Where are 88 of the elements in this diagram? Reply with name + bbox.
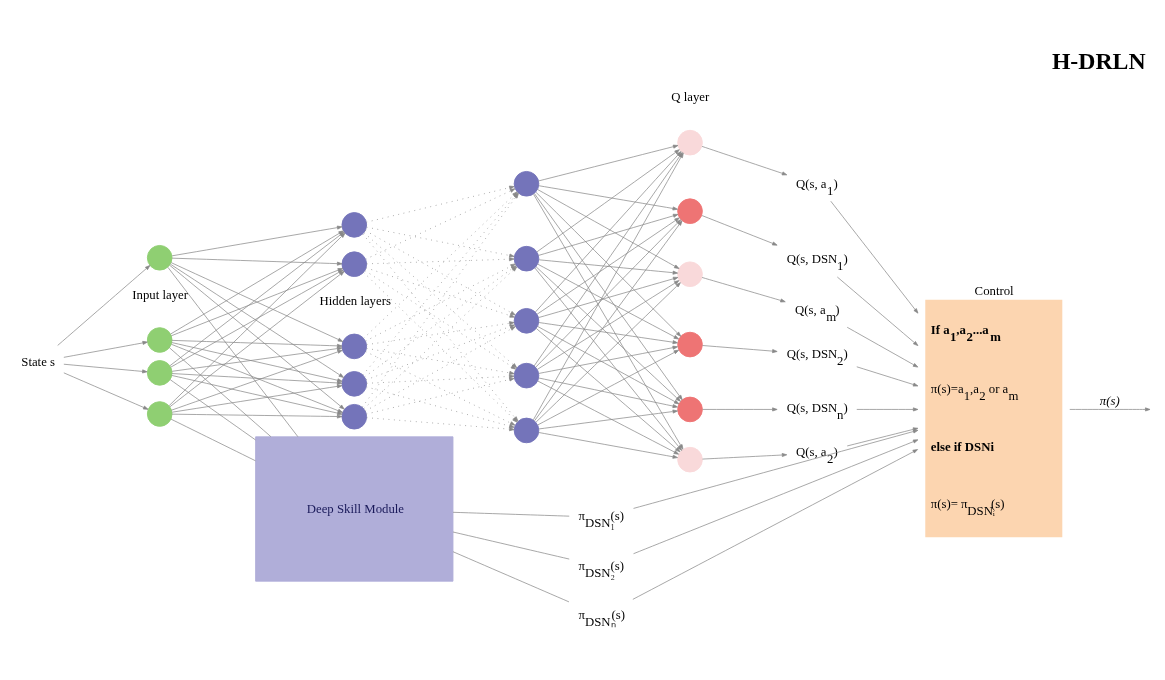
connector	[169, 379, 256, 441]
arrow	[366, 185, 515, 223]
arrow	[538, 213, 679, 256]
arrow	[171, 346, 343, 372]
arrow	[170, 230, 344, 335]
node-text: State s	[21, 354, 56, 369]
arrow	[633, 429, 919, 509]
arrow	[366, 374, 515, 384]
arrow	[365, 324, 515, 381]
arrow	[171, 413, 343, 419]
arrow	[535, 282, 681, 423]
label: Q layer	[671, 90, 710, 105]
arrow	[538, 322, 678, 345]
arrow	[538, 259, 678, 275]
arrow	[538, 144, 679, 182]
label: Hidden layers	[319, 294, 391, 309]
node-circle	[146, 327, 173, 353]
arrow	[63, 363, 148, 374]
arrow	[538, 276, 679, 318]
arrow	[536, 280, 680, 370]
arrow	[633, 439, 919, 555]
arrow	[365, 267, 515, 318]
arrow	[535, 266, 681, 402]
arrow	[366, 226, 515, 258]
arrow	[537, 326, 680, 405]
arrow	[63, 340, 148, 358]
node-label: Control	[974, 283, 1014, 298]
node-circle	[341, 371, 368, 397]
label: Input layer	[132, 287, 189, 302]
arrow	[701, 215, 778, 246]
arrow	[171, 373, 343, 385]
arrow	[830, 200, 919, 314]
arrow	[63, 372, 149, 410]
arrow	[171, 342, 343, 383]
arrow	[537, 263, 679, 340]
connector	[452, 551, 570, 603]
arrow	[1069, 407, 1151, 412]
arrow	[702, 407, 778, 412]
arrow	[537, 380, 679, 455]
arrow	[856, 407, 919, 412]
arrow	[362, 233, 519, 422]
arrow	[538, 345, 678, 374]
arrow	[366, 321, 515, 346]
diagram-title: H-DRLN	[1051, 48, 1146, 75]
node-circle	[146, 360, 173, 386]
arrow	[701, 277, 786, 303]
arrow	[168, 232, 346, 406]
arrow	[846, 326, 919, 368]
arrow	[171, 340, 343, 348]
arrow	[846, 427, 919, 447]
arrow	[366, 377, 515, 415]
arrow	[366, 348, 515, 375]
arrow	[538, 377, 678, 408]
arrow	[702, 345, 778, 354]
arrow	[363, 232, 518, 369]
node-circle	[513, 308, 540, 334]
node-circle	[146, 401, 173, 427]
arrow	[366, 417, 515, 432]
arrow	[538, 432, 678, 459]
arrow	[538, 185, 678, 211]
arrow	[365, 188, 516, 260]
arrow	[169, 231, 345, 367]
arrow	[365, 263, 516, 342]
arrow	[171, 375, 343, 416]
connector	[452, 511, 570, 517]
arrow	[538, 409, 678, 430]
arrow	[836, 276, 919, 346]
arrow	[171, 225, 343, 257]
arrow	[365, 326, 516, 412]
connector	[452, 531, 570, 560]
arrow	[171, 384, 343, 413]
arrow	[366, 257, 515, 265]
arrow	[702, 453, 788, 460]
arrow	[537, 349, 679, 426]
arrow	[366, 386, 515, 428]
edge-label: π(s)	[1099, 394, 1120, 409]
arrow	[57, 265, 151, 346]
node-circle	[341, 333, 368, 360]
arrow	[856, 366, 919, 387]
node-box: Deep Skill Module	[255, 436, 454, 582]
arrow	[171, 257, 343, 266]
connector	[170, 418, 256, 462]
arrow	[632, 449, 918, 600]
connector	[167, 266, 299, 438]
connector	[169, 347, 272, 438]
arrow	[365, 230, 516, 316]
arrow	[365, 351, 516, 426]
arrow	[701, 146, 788, 176]
